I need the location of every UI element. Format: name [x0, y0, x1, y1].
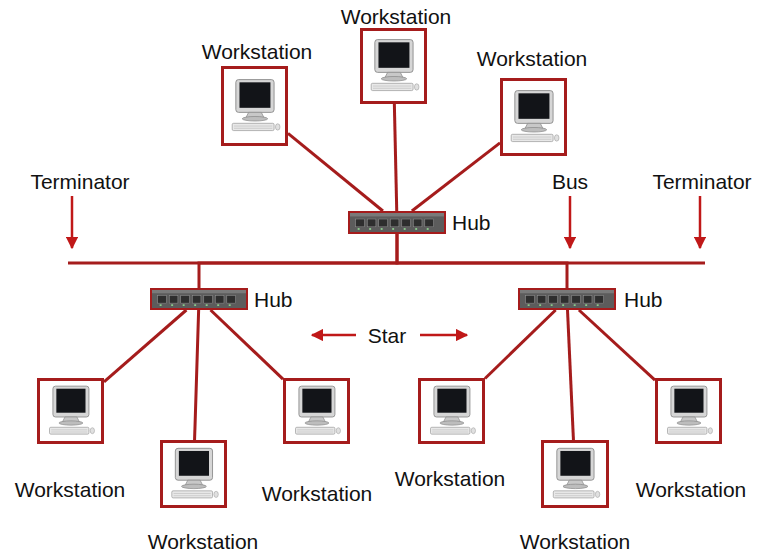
cable-line	[394, 104, 396, 211]
workstation-box: Workstation	[360, 28, 427, 104]
hub-icon	[520, 290, 614, 308]
computer-icon	[224, 69, 285, 143]
cable-line	[211, 310, 283, 379]
bus-arrow	[569, 196, 572, 248]
hub-icon	[350, 213, 444, 232]
star-arrow	[420, 334, 467, 337]
workstation-label: Workstation	[395, 468, 506, 489]
bus-label: Bus	[552, 171, 588, 192]
hub-box: Hub	[518, 288, 616, 310]
computer-icon	[544, 443, 606, 505]
workstation-label: Workstation	[341, 6, 452, 27]
workstation-label: Workstation	[148, 531, 259, 552]
computer-icon	[163, 443, 224, 505]
computer-icon	[503, 81, 564, 153]
workstation-label: Workstation	[520, 531, 631, 552]
hub-label: Hub	[452, 212, 491, 233]
star-label: Star	[368, 325, 407, 346]
workstation-label: Workstation	[477, 48, 588, 69]
workstation-box: Workstation	[37, 378, 104, 444]
workstation-box: Workstation	[500, 78, 567, 156]
workstation-label: Workstation	[636, 479, 747, 500]
hub-box: Hub	[150, 288, 248, 310]
star-arrow	[312, 334, 356, 337]
terminator-arrow	[71, 196, 74, 248]
cable-line	[195, 310, 199, 440]
cable-line	[485, 310, 556, 379]
computer-icon	[658, 381, 719, 441]
workstation-label: Workstation	[262, 483, 373, 504]
workstation-box: Workstation	[160, 440, 227, 508]
terminator-label: Terminator	[652, 171, 751, 192]
cable-line	[412, 143, 500, 211]
computer-icon	[363, 31, 424, 101]
workstation-label: Workstation	[202, 41, 313, 62]
workstation-box: Workstation	[655, 378, 722, 444]
bus-connector	[397, 234, 567, 288]
hub-label: Hub	[624, 289, 663, 310]
hub-label: Hub	[254, 289, 293, 310]
cable-line	[288, 133, 383, 211]
bus-connector	[199, 234, 397, 288]
cable-line	[104, 310, 186, 382]
terminator-label: Terminator	[30, 171, 129, 192]
computer-icon	[421, 381, 482, 441]
computer-icon	[286, 381, 347, 441]
workstation-box: Workstation	[221, 66, 288, 146]
hub-icon	[152, 290, 246, 308]
cable-line	[568, 310, 574, 440]
workstation-box: Workstation	[541, 440, 609, 508]
computer-icon	[40, 381, 101, 441]
workstation-box: Workstation	[283, 378, 350, 444]
cable-line	[579, 310, 655, 380]
workstation-box: Workstation	[418, 378, 485, 444]
hub-box: Hub	[348, 211, 446, 234]
terminator-arrow	[699, 196, 702, 248]
workstation-label: Workstation	[15, 479, 126, 500]
